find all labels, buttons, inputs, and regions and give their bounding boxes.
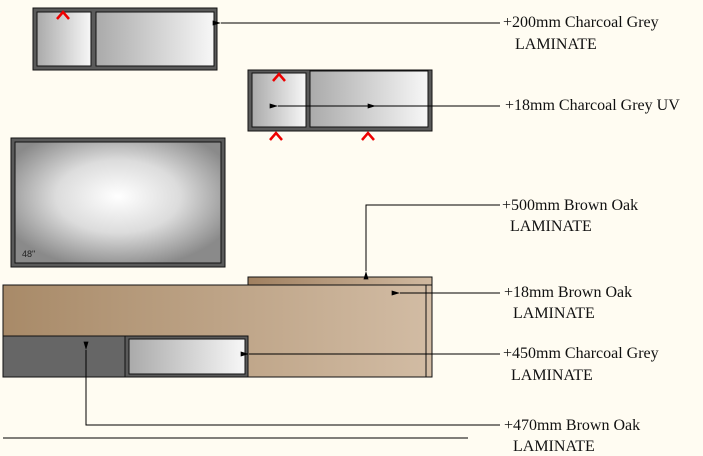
label-200mm-laminate: LAMINATE bbox=[515, 36, 597, 53]
hinge-marker-icon bbox=[361, 131, 375, 141]
tv-size-label: 48" bbox=[22, 249, 36, 259]
label-18mm-brown-oak: +18mm Brown Oak bbox=[504, 284, 633, 301]
label-450mm-charcoal-grey: +450mm Charcoal Grey bbox=[503, 345, 659, 362]
charcoal-panel[interactable] bbox=[2, 335, 126, 378]
label-450mm-laminate: LAMINATE bbox=[511, 367, 593, 384]
wall-cabinet-top[interactable] bbox=[32, 7, 218, 71]
hinge-marker-icon bbox=[56, 10, 70, 20]
label-500mm-laminate: LAMINATE bbox=[510, 218, 592, 235]
leader-lines bbox=[3, 20, 500, 439]
drawer[interactable] bbox=[124, 335, 249, 378]
label-18mm-laminate: LAMINATE bbox=[513, 305, 595, 322]
wall-cabinet-middle[interactable] bbox=[247, 69, 433, 132]
tv-screen[interactable] bbox=[10, 137, 226, 268]
hinge-marker-icon bbox=[269, 131, 283, 141]
label-470mm-brown-oak: +470mm Brown Oak bbox=[504, 417, 641, 434]
label-200mm-charcoal-grey: +200mm Charcoal Grey bbox=[503, 14, 659, 31]
label-18mm-charcoal-grey-uv: +18mm Charcoal Grey UV bbox=[505, 97, 680, 114]
hinge-marker-icon bbox=[272, 72, 286, 82]
label-470mm-laminate: LAMINATE bbox=[513, 438, 595, 455]
label-500mm-brown-oak: +500mm Brown Oak bbox=[502, 197, 639, 214]
